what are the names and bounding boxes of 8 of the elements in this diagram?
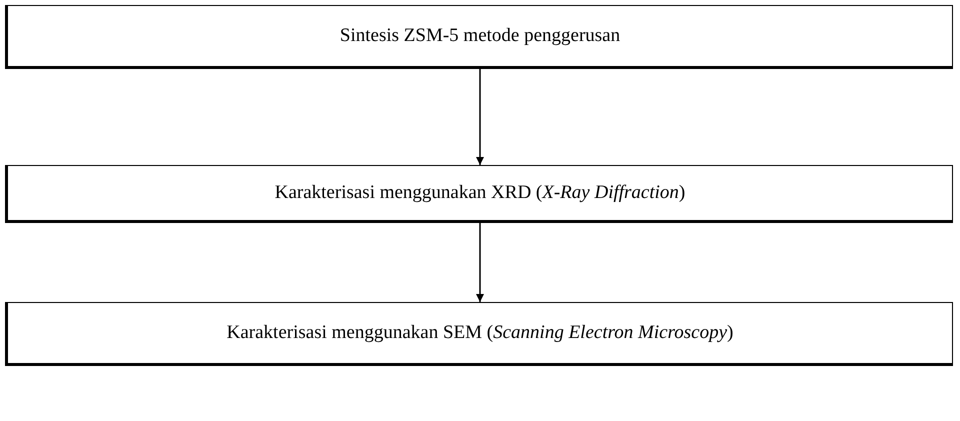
process-box [5,302,953,366]
arrow [476,69,484,165]
step-text: Sintesis ZSM-5 metode penggerusan [340,25,620,47]
process-box [5,5,953,69]
process-box [5,165,953,223]
step-text: Karakterisasi menggunakan SEM (Scanning Electron Microscopy) [226,322,734,344]
arrow [476,223,484,302]
step-text: Karakterisasi menggunakan XRD (X-Ray Diffraction) [274,182,686,204]
